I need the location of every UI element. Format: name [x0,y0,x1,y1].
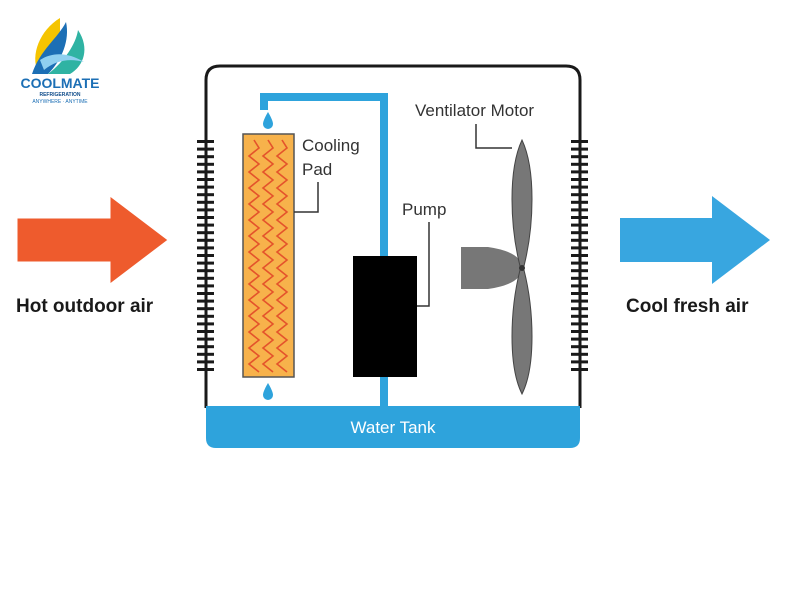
pad-zigzag-line [275,139,289,373]
vent-slat [197,155,214,159]
water-drop-icon [263,383,273,400]
vent-slat [197,147,214,151]
ventilator-fan [461,138,533,396]
hot-air-label: Hot outdoor air [16,296,154,317]
vent-slat [197,140,214,143]
vent-slat [197,276,214,280]
vent-slat [571,292,588,295]
vent-slat [571,276,588,280]
logo-subtitle: REFRIGERATION [39,92,80,98]
vent-slat [197,284,214,288]
vent-slat [571,269,588,273]
vent-slat [197,337,214,341]
fan-motor-housing [461,247,522,289]
vent-slat [571,322,588,326]
vent-slat [571,140,588,143]
right-air-vent [571,140,588,371]
vent-slat [571,360,588,364]
cooling-pad-pattern [247,139,289,373]
vent-slat [197,162,214,166]
vent-slat [197,330,214,333]
water-drop-icon [263,112,273,129]
cooler-housing [204,64,582,408]
pad-zigzag-line [247,139,261,373]
water-tank [206,406,580,448]
pump-label: Pump [402,200,446,219]
coolmate-logo: COOLMATE REFRIGERATION ANYWHERE · ANYTIM… [20,18,100,105]
vent-slat [197,269,214,273]
vent-slat [571,337,588,341]
cooling-pad-label-line2: Pad [302,160,332,179]
vent-slat [571,261,588,265]
vent-slat [571,231,588,235]
hot-air-arrow-icon [16,194,169,286]
logo-tagline: ANYWHERE · ANYTIME [32,99,88,105]
vent-slat [571,352,588,356]
logo-name: COOLMATE [20,75,99,91]
vent-slat [197,178,214,181]
cooling-pad-leader-line [294,182,319,213]
vent-slat [197,345,214,349]
vent-slat [571,193,588,197]
vent-slat [571,246,588,250]
vent-slat [571,147,588,151]
water-pipe [260,93,388,406]
cool-air-label: Cool fresh air [626,296,749,317]
vent-slat [571,155,588,159]
vent-slat [197,322,214,326]
vent-slat [197,368,214,371]
vent-slat [571,170,588,174]
cooling-pad-label-line1: Cooling [302,136,360,155]
vent-slat [571,216,588,219]
vent-slat [197,292,214,295]
ventilator-motor-label: Ventilator Motor [415,101,534,120]
vent-slat [571,185,588,189]
pad-zigzag-line [261,139,275,373]
vent-slat [571,254,588,257]
cooling-pad-label: Cooling Pad [302,136,364,179]
vent-slat [571,314,588,318]
left-air-vent [197,140,214,371]
vent-slat [571,299,588,303]
vent-slat [197,307,214,311]
vent-slat [197,246,214,250]
logo-swoosh-teal [48,30,85,74]
vent-slat [571,330,588,333]
logo-swoosh-light [40,54,84,70]
pump [353,256,417,377]
vent-slat [571,200,588,204]
vent-slat [571,307,588,311]
vent-slat [571,368,588,371]
ventilator-leader-line [475,124,512,149]
vent-slat [197,208,214,212]
vent-slat [197,352,214,356]
vent-slat [571,178,588,181]
vent-slat [197,185,214,189]
water-tank-label: Water Tank [350,418,436,437]
vent-slat [571,208,588,212]
vent-slat [571,162,588,166]
vent-slat [197,200,214,204]
fan-blade-icon [511,269,533,396]
vent-slat [197,254,214,257]
vent-slat [197,170,214,174]
fan-blade-icon [511,138,533,267]
pump-leader-line [417,222,430,307]
vent-slat [197,360,214,364]
vent-slat [197,238,214,242]
cool-air-arrow-icon [620,196,770,284]
vent-slat [571,345,588,349]
vent-slat [197,261,214,265]
vent-slat [197,314,214,318]
vent-slat [197,231,214,235]
vent-slat [571,284,588,288]
vent-slat [571,238,588,242]
vent-slat [197,193,214,197]
vent-slat [197,223,214,227]
vent-slat [571,223,588,227]
vent-slat [197,299,214,303]
fan-hub [519,265,525,271]
vent-slat [197,216,214,219]
